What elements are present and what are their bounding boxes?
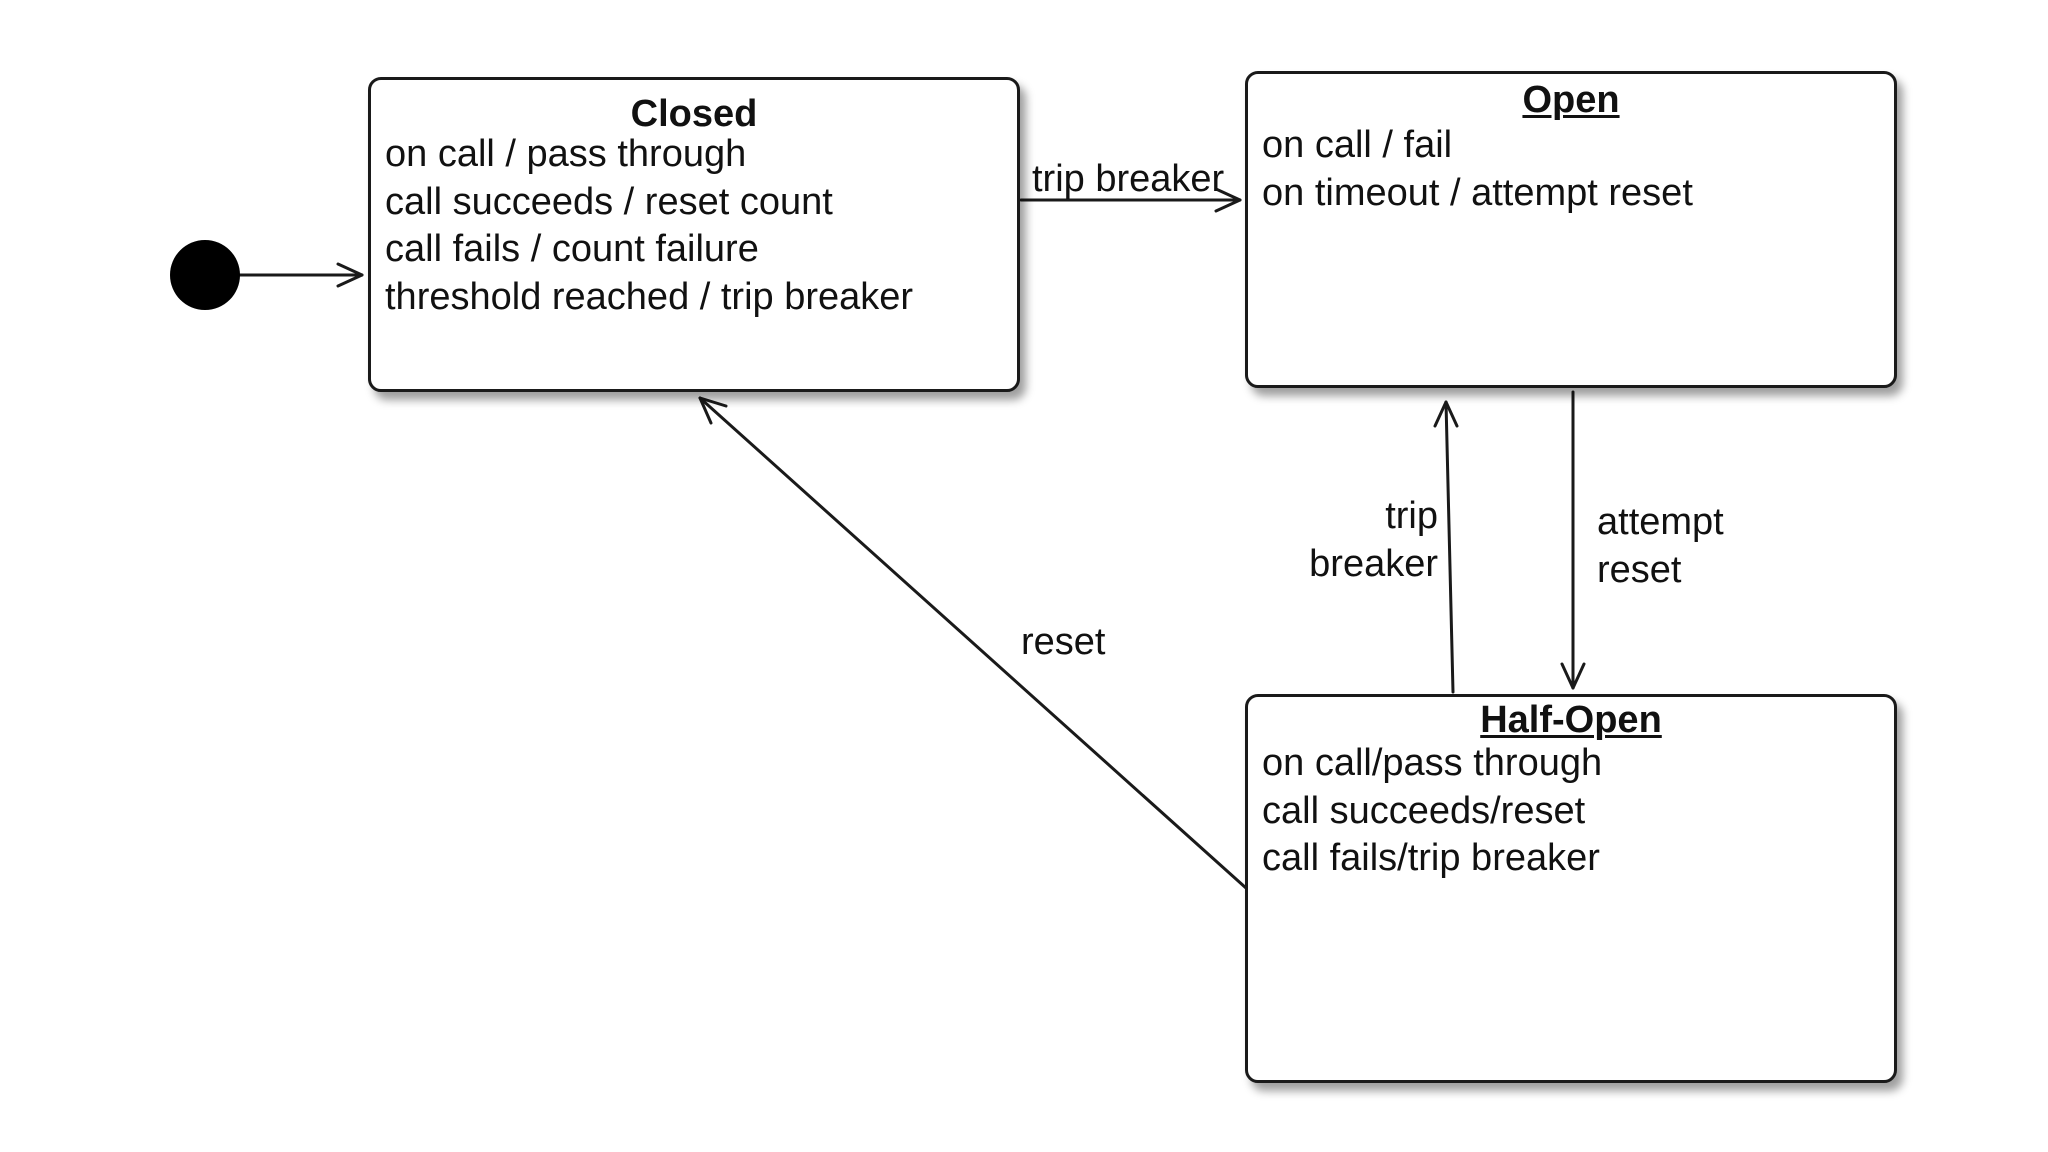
state-half-open-action: call succeeds/reset [1262,789,1586,832]
state-half-open-action: on call/pass through [1262,742,1603,784]
transition-label-closed-to-open: trip breaker [1032,158,1225,200]
state-closed-action: threshold reached / trip breaker [385,275,914,318]
state-half-open-action: call fails/trip breaker [1262,837,1600,879]
state-closed-action: call fails / count failure [385,228,759,270]
transition-label-open-to-half-open: attempt reset [1597,501,1724,591]
state-closed-title: Closed [630,93,758,135]
state-closed: Closed on call / pass through call succe… [368,77,1020,392]
halfopen-to-open-line [1444,400,1455,694]
transition-label-half-open-to-closed: reset [1021,621,1106,663]
closed-to-open-arrowhead [1214,187,1242,213]
halfopen-to-closed-line [698,396,1248,890]
state-open-action: on timeout / attempt reset [1262,171,1693,214]
state-open-action: on call / fail [1262,124,1453,166]
state-open: Open on call / fail on timeout / attempt… [1245,71,1897,388]
state-half-open: Half-Open on call/pass through call succ… [1245,694,1897,1083]
halfopen-to-closed-arrowhead [698,396,728,425]
state-open-actions: on call / fail on timeout / attempt rese… [1262,122,1693,217]
initial-transition-arrowhead [336,262,364,288]
transition-label-half-open-to-open: trip breaker [1309,495,1438,585]
initial-state-node [170,240,240,310]
open-to-halfopen-arrowhead [1560,662,1586,690]
state-half-open-actions: on call/pass through call succeeds/reset… [1262,740,1602,883]
halfopen-to-open-arrowhead [1433,400,1459,428]
state-closed-action: call succeeds / reset count [385,180,833,223]
state-closed-action: on call / pass through [385,133,747,175]
state-half-open-title: Half-Open [1480,699,1662,741]
state-open-title: Open [1522,79,1620,121]
state-closed-actions: on call / pass through call succeeds / r… [385,131,913,321]
